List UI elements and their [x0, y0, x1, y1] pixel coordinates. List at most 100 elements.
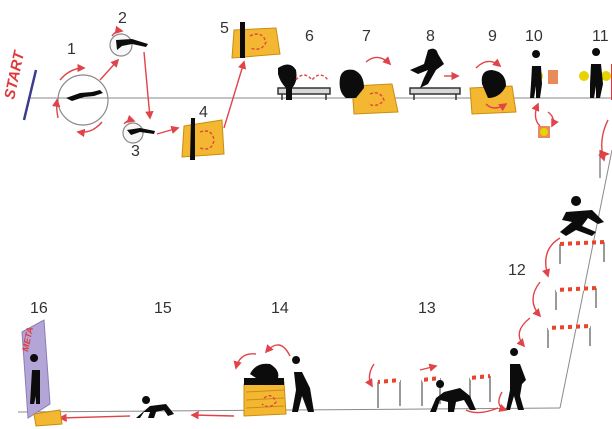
station-3: 3: [122, 114, 155, 160]
bench: [277, 87, 331, 95]
track-path: [17, 97, 612, 413]
station-4: 4: [181, 104, 225, 160]
station-11: 11: [579, 28, 612, 100]
roll-arrow: [249, 33, 267, 50]
bench: [409, 87, 461, 95]
station-7: 7: [339, 28, 399, 115]
station-13: 13: [364, 300, 499, 414]
athlete-silhouette-icon: [250, 363, 279, 378]
hurdle: [377, 378, 401, 384]
start-marker: START: [1, 48, 38, 121]
station-number: 13: [418, 300, 436, 317]
flow-arrow: [465, 407, 499, 414]
hoop-icon: [57, 74, 109, 126]
roll-arrow: [365, 56, 392, 66]
athlete-silhouette-icon: [278, 64, 297, 100]
athlete-silhouette-icon: [481, 70, 506, 98]
flow-arrow: [233, 353, 257, 370]
flow-arrow: [532, 281, 542, 318]
flow-arrow: [156, 125, 180, 135]
athlete-silhouette-icon: [430, 380, 476, 412]
rotation-arrow: [52, 98, 61, 119]
rotation-arrow: [123, 114, 136, 125]
mat: [351, 83, 399, 115]
jump-arrow: [295, 74, 329, 82]
ball-icon: [579, 71, 589, 81]
station-5: 5: [220, 20, 281, 59]
roll-arrow: [367, 92, 385, 107]
flow-arrow: [598, 119, 609, 162]
station-10: 10: [525, 28, 559, 138]
box-top: [244, 378, 284, 385]
station-number: 10: [525, 28, 543, 45]
rotation-arrow: [59, 63, 86, 81]
roll-arrow: [199, 130, 215, 150]
station-number: 16: [30, 300, 48, 317]
flow-arrow: [516, 317, 531, 348]
station-number: 6: [305, 28, 314, 45]
athlete-silhouette-icon: [136, 396, 174, 418]
ball-icon: [601, 71, 611, 81]
hurdle: [559, 240, 605, 246]
athlete-silhouette-icon: [506, 348, 526, 410]
station-8: 8: [409, 28, 461, 100]
flow-arrow: [143, 51, 154, 120]
station-number: 5: [220, 20, 229, 37]
flow-arrow: [498, 391, 508, 412]
athlete-silhouette-icon: [530, 50, 542, 98]
station-number: 4: [199, 104, 208, 121]
flow-arrow: [190, 410, 235, 420]
turn-flag: [598, 119, 610, 178]
athlete-silhouette-icon: [190, 118, 195, 160]
station-16: 16 META: [20, 300, 63, 427]
athlete-silhouette-icon: [410, 48, 444, 88]
station-number: 3: [131, 143, 140, 160]
station-number: 8: [426, 28, 435, 45]
track-bottom: [17, 407, 561, 413]
station-9: 9: [469, 28, 517, 115]
flow-arrow: [531, 102, 541, 127]
roll-arrow: [475, 58, 502, 69]
roll-arrow: [485, 103, 508, 112]
target-box: [548, 70, 558, 84]
athlete-silhouette-icon: [30, 354, 40, 404]
athlete-silhouette-icon: [292, 356, 314, 412]
mat: [181, 119, 225, 158]
athlete-silhouette-icon: [66, 90, 103, 101]
rotation-arrow: [76, 121, 103, 138]
track-diagonal: [559, 149, 612, 409]
station-12: 12: [508, 196, 605, 348]
hurdle: [555, 286, 597, 292]
mat: [33, 409, 63, 427]
athlete-silhouette-icon: [127, 128, 155, 135]
start-line: [22, 69, 38, 121]
athlete-silhouette-icon: [590, 48, 603, 98]
flow-arrow: [547, 111, 559, 128]
station-1: 1: [52, 41, 109, 138]
station-2: 2: [109, 10, 148, 57]
station-number: 1: [67, 41, 76, 58]
athlete-silhouette-icon: [560, 196, 604, 236]
flow-arrow: [223, 60, 247, 129]
flow-arrow: [58, 413, 131, 423]
athlete-silhouette-icon: [339, 69, 364, 98]
hurdle: [421, 376, 441, 382]
rotation-arrow: [111, 25, 124, 37]
station-14: 14: [190, 300, 314, 420]
station-number: 14: [271, 300, 289, 317]
station-6: 6: [277, 28, 331, 100]
flow-arrow: [542, 237, 561, 278]
flow-arrow: [364, 363, 375, 388]
station-number: 15: [154, 300, 172, 317]
station-12-runner: [498, 348, 526, 412]
flow-arrow: [99, 58, 120, 81]
station-number: 2: [118, 10, 127, 27]
roll-arrow: [261, 395, 277, 408]
station-15: 15: [58, 300, 174, 423]
station-number: 9: [488, 28, 497, 45]
start-label: START: [1, 48, 28, 101]
hurdle: [469, 374, 491, 380]
station-number: 7: [362, 28, 371, 45]
flow-arrow: [419, 363, 438, 372]
